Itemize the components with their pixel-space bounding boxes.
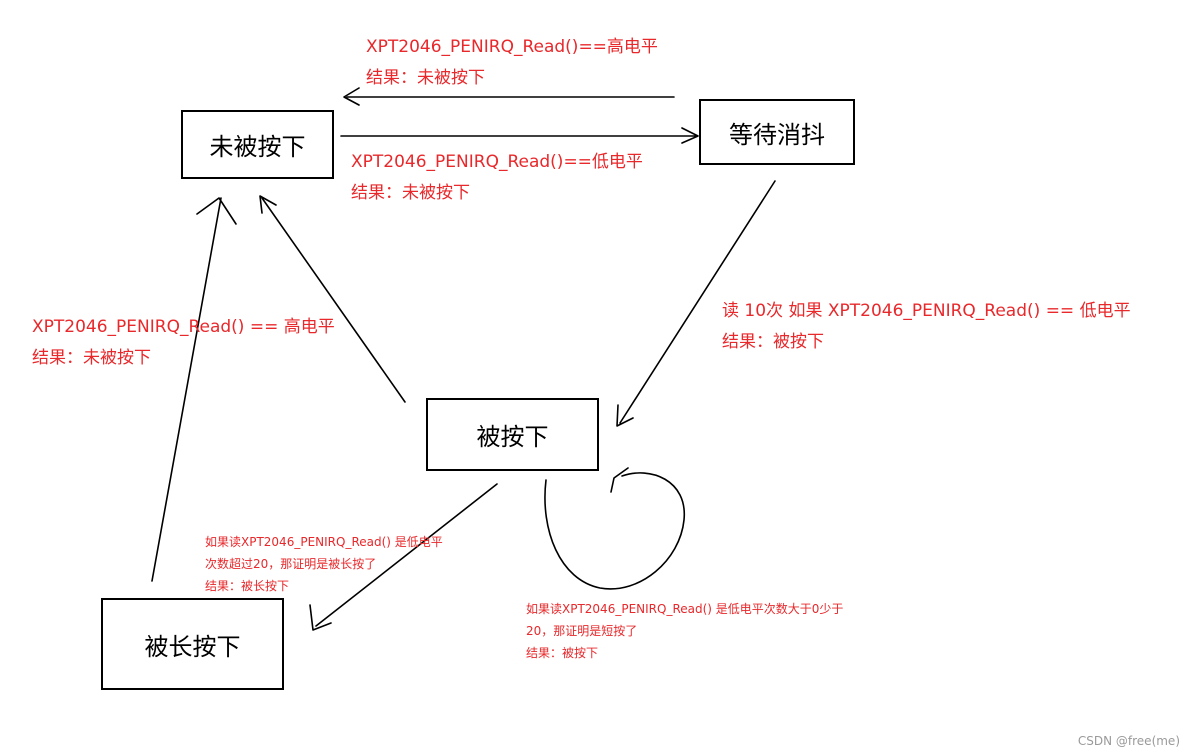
result-text: 结果：未被按下 bbox=[366, 68, 485, 88]
condition-text-continued: 次数超过20，那证明是被长按了 bbox=[205, 557, 377, 571]
arrow-debounce-to-pressed bbox=[616, 180, 776, 427]
label-not-pressed-to-debounce: XPT2046_PENIRQ_Read()==低电平 结果：未被按下 bbox=[351, 147, 643, 209]
condition-text: XPT2046_PENIRQ_Read()==高电平 bbox=[366, 37, 658, 57]
state-pressed: 被按下 bbox=[426, 398, 599, 471]
condition-text: XPT2046_PENIRQ_Read() == 高电平 bbox=[32, 317, 335, 337]
arrow-pressed-to-not-pressed bbox=[259, 195, 406, 403]
state-long-pressed: 被长按下 bbox=[101, 598, 284, 690]
condition-text: 读 10次 如果 XPT2046_PENIRQ_Read() == 低电平 bbox=[722, 301, 1131, 321]
condition-text-continued: 20，那证明是短按了 bbox=[526, 624, 638, 638]
result-text: 结果：被按下 bbox=[526, 646, 599, 660]
result-text: 结果：被按下 bbox=[722, 332, 824, 352]
arrow-debounce-to-not-pressed bbox=[343, 87, 675, 106]
arrow-pressed-to-long-pressed bbox=[309, 483, 498, 631]
label-pressed-to-long-pressed: 如果读XPT2046_PENIRQ_Read() 是低电平 次数超过20，那证明… bbox=[205, 531, 443, 597]
arrow-pressed-self-loop bbox=[544, 467, 685, 590]
state-not-pressed: 未被按下 bbox=[181, 110, 334, 179]
label-debounce-to-not-pressed: XPT2046_PENIRQ_Read()==高电平 结果：未被按下 bbox=[366, 32, 658, 94]
arrow-long-to-not-pressed bbox=[151, 197, 237, 582]
result-text: 结果：未被按下 bbox=[32, 348, 151, 368]
result-text: 结果：未被按下 bbox=[351, 183, 470, 203]
condition-text: 如果读XPT2046_PENIRQ_Read() 是低电平次数大于0少于 bbox=[526, 602, 844, 616]
condition-text: XPT2046_PENIRQ_Read()==低电平 bbox=[351, 152, 643, 172]
condition-text: 如果读XPT2046_PENIRQ_Read() 是低电平 bbox=[205, 535, 443, 549]
arrow-not-pressed-to-debounce bbox=[340, 127, 699, 144]
result-text: 结果：被长按下 bbox=[205, 579, 290, 593]
label-pressed-to-not-pressed: XPT2046_PENIRQ_Read() == 高电平 结果：未被按下 bbox=[32, 312, 335, 374]
label-debounce-to-pressed: 读 10次 如果 XPT2046_PENIRQ_Read() == 低电平 结果… bbox=[722, 296, 1131, 358]
state-debounce: 等待消抖 bbox=[699, 99, 855, 165]
watermark: CSDN @free(me) bbox=[1077, 734, 1180, 748]
label-pressed-self-loop: 如果读XPT2046_PENIRQ_Read() 是低电平次数大于0少于 20，… bbox=[526, 598, 843, 664]
